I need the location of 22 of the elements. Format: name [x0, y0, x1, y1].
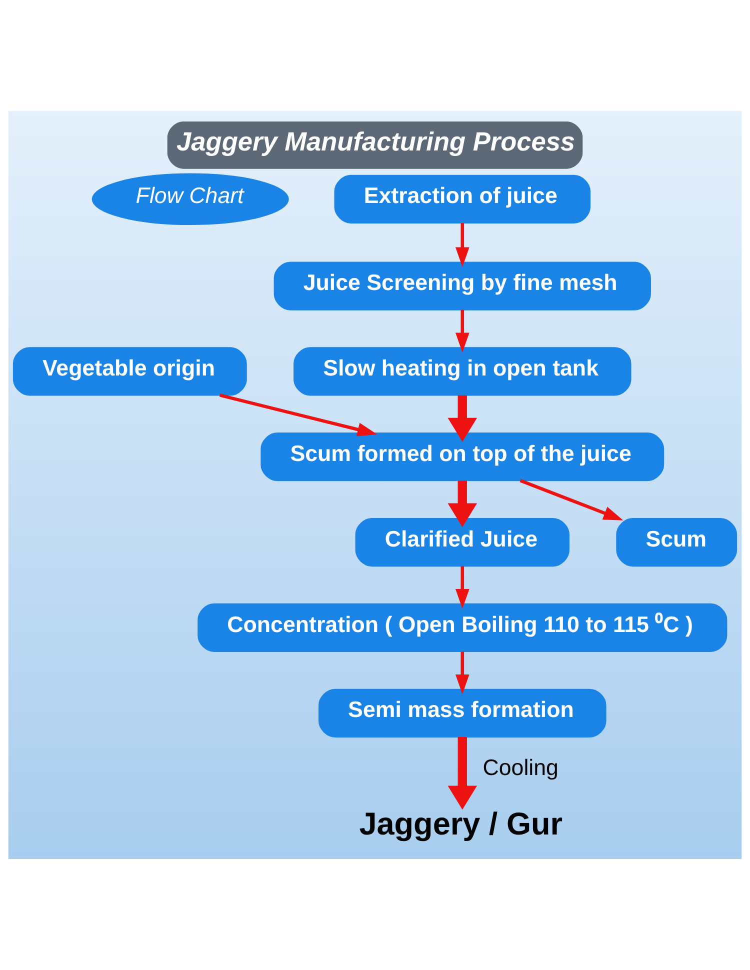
node-box: Concentration ( Open Boiling 110 to 115 ⁰C ) [198, 603, 728, 652]
node-box: Scum [616, 518, 738, 567]
diagram-title: Jaggery Manufacturing Process [176, 126, 576, 156]
node-box: Slow heating in open tank [294, 347, 632, 396]
arrow [448, 737, 478, 810]
arrow [455, 223, 470, 268]
node-box: Scum formed on top of the juice [260, 432, 664, 482]
node-text: Jaggery / Gur [359, 805, 563, 842]
node-box: Juice Screening by fine mesh [274, 262, 651, 310]
node-ellipse: Flow Chart [92, 173, 289, 226]
arrow [448, 480, 478, 528]
node-box: Extraction of juice [334, 174, 591, 224]
arrow [455, 566, 470, 609]
arrow [455, 652, 470, 694]
arrow [520, 479, 624, 520]
arrow [220, 394, 378, 436]
arrow [455, 310, 470, 353]
node-box: Semi mass formation [318, 688, 606, 738]
node-box: Clarified Juice [355, 518, 570, 567]
edge-label: Cooling [482, 755, 558, 780]
arrow [448, 395, 478, 442]
node-box: Vegetable origin [12, 347, 247, 396]
